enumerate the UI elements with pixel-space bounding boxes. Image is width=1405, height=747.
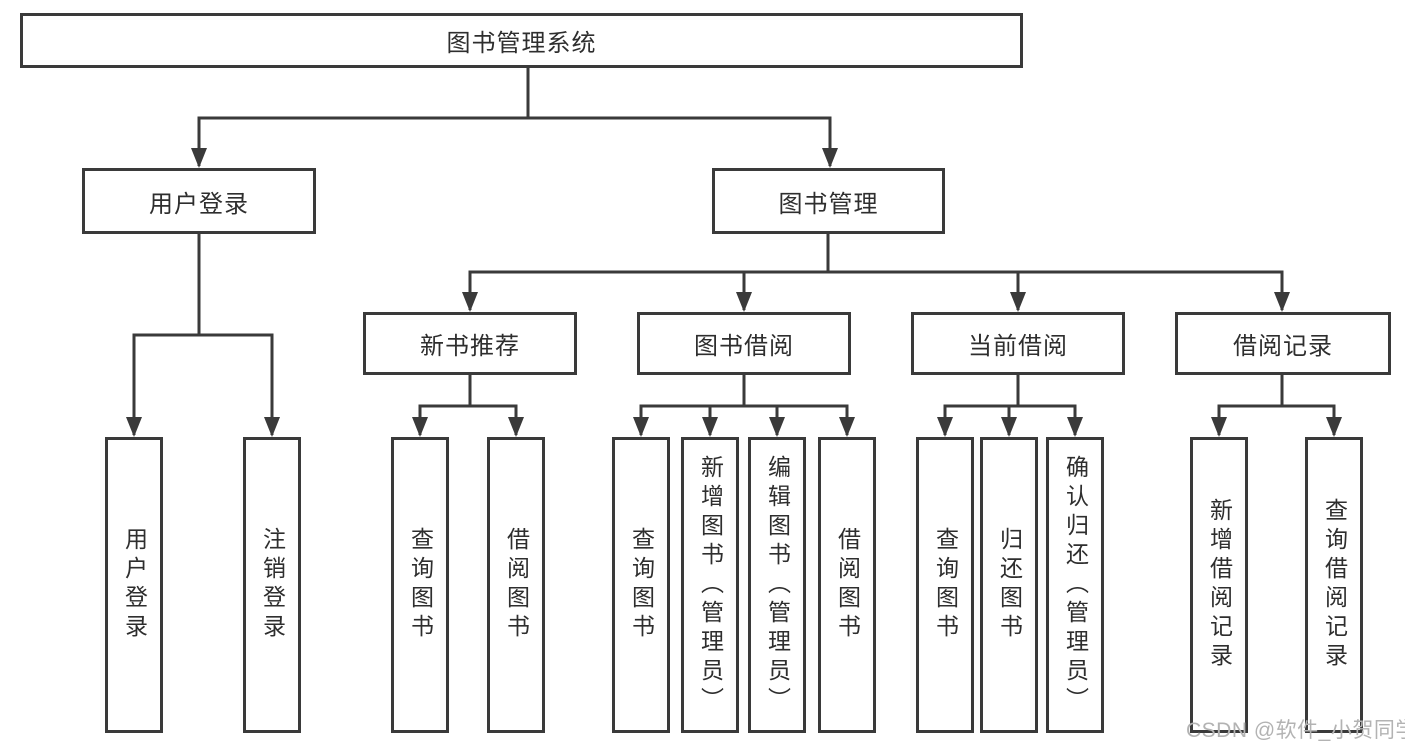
node-user-login-label: 用户登录 bbox=[149, 190, 249, 218]
node-book-management-label: 图书管理 bbox=[778, 190, 879, 218]
node-current-borrow-label: 当前借阅 bbox=[968, 333, 1068, 360]
leaf-query-books-recommend-label: 查询图书 bbox=[407, 527, 434, 643]
node-book-borrow: 图书借阅 bbox=[637, 312, 851, 375]
leaf-add-borrow-record-label: 新增借阅记录 bbox=[1206, 498, 1233, 672]
leaf-borrow-books-recommend: 借阅图书 bbox=[487, 437, 545, 733]
leaf-borrow-books-recommend-label: 借阅图书 bbox=[503, 527, 530, 643]
leaf-user-login: 用户登录 bbox=[105, 437, 163, 733]
leaf-borrow-books-borrow: 借阅图书 bbox=[818, 437, 876, 733]
leaf-user-login-label: 用户登录 bbox=[121, 527, 148, 643]
connector-book-borrow-children bbox=[633, 375, 855, 437]
node-new-book-recommend: 新书推荐 bbox=[363, 312, 577, 375]
connector-current-borrow-children bbox=[937, 375, 1083, 437]
leaf-query-books-current-label: 查询图书 bbox=[932, 527, 959, 643]
leaf-confirm-return-admin-label: 确认归还（管理员） bbox=[1062, 454, 1089, 716]
node-borrow-records-label: 借阅记录 bbox=[1233, 333, 1333, 360]
leaf-add-book-admin-label: 新增图书（管理员） bbox=[697, 454, 724, 716]
node-current-borrow: 当前借阅 bbox=[911, 312, 1125, 375]
leaf-add-book-admin: 新增图书（管理员） bbox=[681, 437, 739, 733]
node-root: 图书管理系统 bbox=[20, 13, 1023, 68]
leaf-edit-book-admin: 编辑图书（管理员） bbox=[748, 437, 806, 733]
leaf-query-borrow-record-label: 查询借阅记录 bbox=[1321, 498, 1348, 672]
leaf-query-books-borrow: 查询图书 bbox=[612, 437, 670, 733]
node-book-management: 图书管理 bbox=[712, 168, 945, 234]
leaf-query-books-borrow-label: 查询图书 bbox=[628, 527, 655, 643]
leaf-edit-book-admin-label: 编辑图书（管理员） bbox=[764, 454, 791, 716]
leaf-add-borrow-record: 新增借阅记录 bbox=[1190, 437, 1248, 733]
leaf-query-books-recommend: 查询图书 bbox=[391, 437, 449, 733]
leaf-borrow-books-borrow-label: 借阅图书 bbox=[834, 527, 861, 643]
connector-root-to-level2 bbox=[191, 68, 838, 168]
csdn-watermark: CSDN @软件_小贺同学 bbox=[1186, 719, 1405, 742]
connector-user-login-children bbox=[126, 234, 280, 437]
node-book-borrow-label: 图书借阅 bbox=[694, 333, 794, 360]
leaf-return-book: 归还图书 bbox=[980, 437, 1038, 733]
node-root-label: 图书管理系统 bbox=[446, 30, 597, 57]
node-user-login: 用户登录 bbox=[82, 168, 316, 234]
connector-new-book-children bbox=[412, 375, 524, 437]
node-new-book-recommend-label: 新书推荐 bbox=[420, 333, 520, 360]
connector-book-management-children bbox=[462, 234, 1290, 312]
leaf-logout-label: 注销登录 bbox=[259, 527, 286, 643]
connector-borrow-records-children bbox=[1211, 375, 1342, 437]
leaf-query-borrow-record: 查询借阅记录 bbox=[1305, 437, 1363, 733]
leaf-confirm-return-admin: 确认归还（管理员） bbox=[1046, 437, 1104, 733]
leaf-logout: 注销登录 bbox=[243, 437, 301, 733]
leaf-return-book-label: 归还图书 bbox=[996, 527, 1023, 643]
node-borrow-records: 借阅记录 bbox=[1175, 312, 1391, 375]
leaf-query-books-current: 查询图书 bbox=[916, 437, 974, 733]
